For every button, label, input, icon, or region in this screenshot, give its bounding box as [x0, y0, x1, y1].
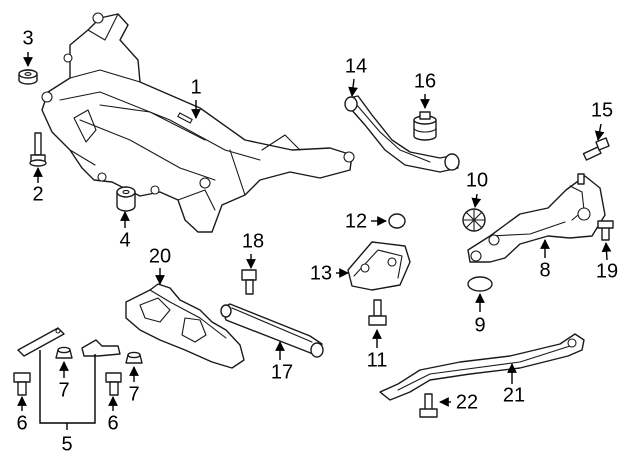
bushing-mount-icon	[150, 185, 160, 195]
bushing-mount-icon	[343, 151, 355, 163]
washer-part-3	[18, 69, 38, 85]
link-bar-part-21	[379, 333, 585, 401]
callout-21: 21	[503, 384, 525, 406]
bolt-part-18	[241, 269, 257, 295]
bolt-part-6a	[13, 372, 31, 396]
subframe-crossmember	[41, 12, 355, 233]
bushing-mount-icon	[92, 12, 104, 24]
callout-20: 20	[149, 245, 171, 267]
leader-10	[471, 193, 482, 208]
bracket-part-13	[347, 241, 411, 291]
callout-11: 11	[367, 349, 388, 371]
callout-19: 19	[596, 260, 618, 282]
washer-part-12	[388, 213, 406, 229]
leader-14	[348, 78, 358, 97]
callout-5: 5	[61, 433, 72, 455]
bushing-part-10	[462, 208, 486, 232]
bushing-mount-icon	[63, 53, 73, 63]
callout-10: 10	[466, 169, 488, 191]
callout-4: 4	[119, 229, 130, 251]
bolt-part-6b	[105, 372, 122, 396]
callout-6b: 6	[107, 412, 118, 434]
bolt-part-19	[597, 220, 614, 241]
callout-15: 15	[591, 99, 613, 121]
knuckle-part-8	[467, 173, 606, 263]
callout-3: 3	[22, 27, 33, 49]
leader-19	[601, 242, 612, 261]
bolt-part-15	[582, 137, 610, 161]
callout-18: 18	[242, 230, 264, 252]
callout-9: 9	[474, 314, 485, 336]
callout-1: 1	[190, 76, 201, 98]
subframe-bracket-part-20	[125, 283, 245, 369]
leader-15	[594, 123, 605, 141]
callout-13: 13	[310, 262, 332, 284]
bushing-mount-icon	[97, 172, 107, 182]
callout-2: 2	[32, 183, 43, 205]
callout-16: 16	[414, 70, 436, 92]
callout-7b: 7	[128, 383, 139, 405]
callout-8: 8	[539, 259, 550, 281]
callout-17: 17	[271, 361, 293, 383]
washer-part-9	[467, 276, 493, 292]
callout-6a: 6	[16, 412, 27, 434]
callout-12: 12	[345, 210, 367, 232]
bolt-part-22	[419, 393, 438, 418]
callout-labels: 1 3 2 4 14 16 15 10 12 8 19 9 13 11 18 2…	[16, 27, 618, 455]
bushing-mount-icon	[199, 177, 211, 189]
lower-link-part-17	[220, 303, 324, 358]
upper-control-arm	[344, 95, 460, 173]
callout-7a: 7	[58, 379, 69, 401]
bushing-mount-icon	[41, 91, 53, 103]
nut-part-7a	[55, 346, 73, 359]
callout-22: 22	[456, 391, 478, 413]
nut-part-7b	[125, 351, 143, 364]
leader-lines	[17, 52, 612, 430]
bolt-part-2	[29, 132, 47, 167]
bump-stop-part-16	[413, 111, 437, 141]
bushing-part-4	[116, 186, 136, 212]
bracket-plates-part-5	[17, 327, 121, 357]
bolt-part-11	[368, 299, 387, 326]
callout-14: 14	[345, 55, 367, 77]
